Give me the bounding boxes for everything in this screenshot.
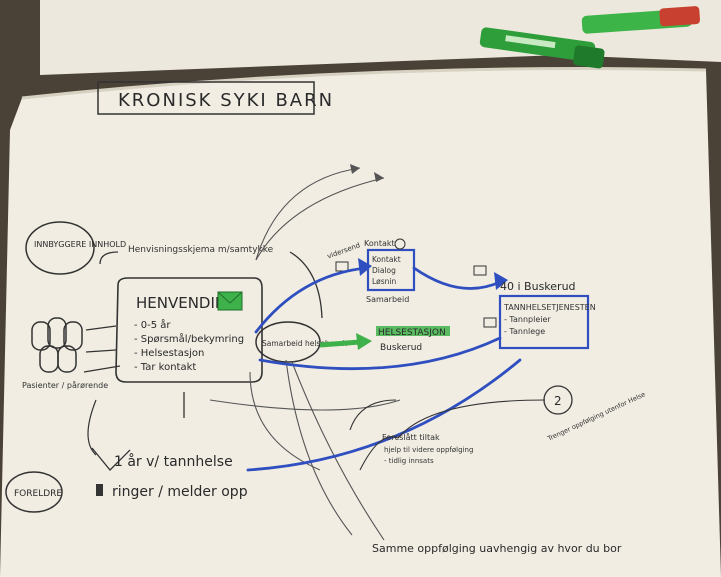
dental-line-2: - Tannpleier [504,315,551,324]
mail-icon-flap [217,291,243,304]
contact-line-3: Løsnin [372,277,397,286]
blue-arrowhead-1 [494,272,508,290]
top-paper [40,0,721,75]
title-box [97,81,315,115]
inquiry-line-4: - Tar kontakt [134,362,196,373]
title: KRONISK SYKI BARN [118,90,334,111]
contact-line-1: Kontakt [372,255,401,264]
one-year-label: 1 år v/ tannhelse [114,453,233,470]
call-label: ringer / melder opp [112,484,248,500]
inhabitants-circle [25,221,95,275]
arrowhead-2 [374,172,384,182]
parent-circle [5,471,63,513]
collaboration-hub [255,321,321,363]
step-2-circle [543,385,573,415]
phone-icon [96,484,103,496]
inquiry-line-3: - Helsestasjon [134,348,204,359]
inquiry-line-2: - Spørsmål/bekymring [134,332,244,345]
arrowhead-1 [350,164,360,174]
inquiry-title: HENVENDING [136,294,238,312]
green-arrow [319,339,361,348]
paper-sheet [0,68,721,577]
contact-box [366,248,416,292]
mail-icon-right-2 [483,317,497,328]
mail-icon [217,291,243,311]
inquiry-box [115,277,263,383]
blue-flow-lines [246,266,522,472]
green-arrowhead [356,333,372,350]
paper-edge [21,67,707,100]
thin-flow-lines [209,167,401,541]
referral-to-hub-line [289,251,323,319]
follow-up-2: hjelp til videre oppfølging [384,446,473,454]
mail-icon-right [473,265,487,276]
health-station-sub: Buskerud [380,343,422,353]
marker-2 [581,6,701,34]
health-station: HELSESTASJON [378,328,446,338]
inhabitants-label: INNBYGGERE INNHOLD [34,240,126,249]
inquiry-line-1: - 0-5 år [134,318,171,331]
parent-label: FORELDRE [14,489,62,499]
follow-up-lines [349,399,546,471]
region-heading: 40 i Buskerud [500,280,576,293]
people-pictograms [31,317,83,373]
green-marker [479,27,605,69]
hub-label: Samarbeid helsebesøk [262,339,348,348]
contact-note: Samarbeid [366,295,409,304]
pictograms-label: Pasienter / pårørende [22,380,108,390]
contact-label: Kontakt [364,239,395,248]
dental-line-1: TANNHELSETJENESTEN [503,303,596,312]
bottom-text: Samme oppfølging uavhengig av hvor du bo… [372,542,622,555]
dental-box [498,294,590,350]
check-arrow [91,447,131,471]
left-connectors [83,325,121,456]
blue-arrowhead-2 [358,258,372,276]
referral-label: Henvisningsskjema m/samtykke [128,245,274,255]
follow-up-1: Foreslått tiltak [382,432,440,442]
green-highlight [376,326,450,336]
referral-arrow [99,251,119,265]
dental-line-3: - Tannlege [504,327,545,336]
step-2-label: 2 [554,394,562,408]
follow-up-3: - tidlig innsats [384,457,434,465]
clock-icon [394,238,406,250]
contact-line-2: Dialog [372,266,396,275]
